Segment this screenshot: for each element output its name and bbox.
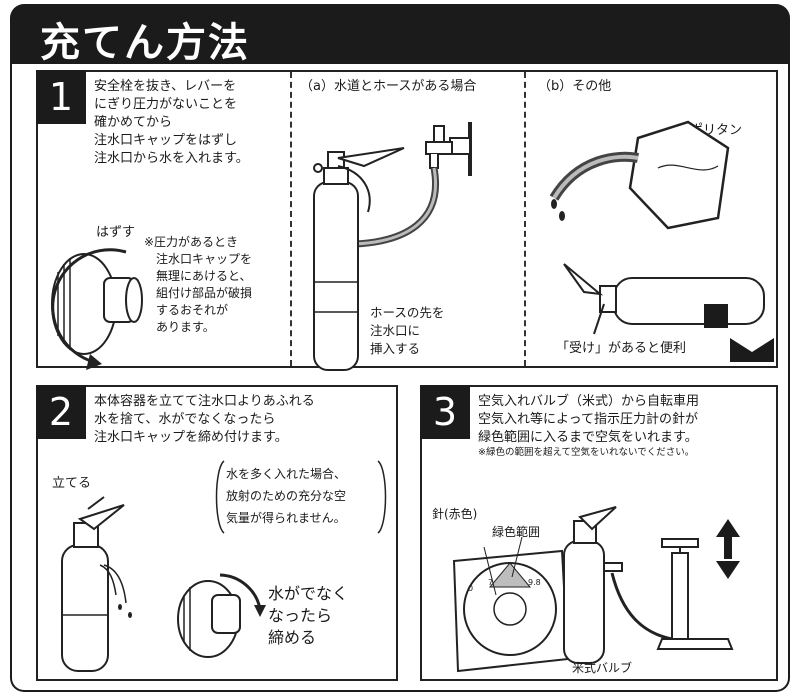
gauge-tick-7: 7	[488, 578, 493, 587]
divider-2	[524, 72, 526, 366]
cap-remove-illustration	[51, 248, 143, 370]
faucet-hose-illustration	[313, 122, 472, 371]
green-range-label: 緑色範囲	[492, 525, 541, 539]
page-title: 充てん方法	[40, 20, 250, 66]
hose-note: ホースの先を 注水口に 挿入する	[370, 305, 445, 356]
pressure-gauge-illustration: 0 7 9.8	[452, 536, 570, 673]
receiver-note: 「受け」があると便利	[556, 341, 687, 356]
standing-extinguisher-illustration	[61, 496, 132, 672]
step2-number: 2	[36, 385, 86, 439]
title-bar: 充てん方法	[10, 4, 790, 66]
note-bracket-left	[215, 460, 225, 534]
tighten-note: 水がでなく なったら 締める	[268, 584, 349, 647]
case-a-title: （a）水道とホースがある場合	[300, 79, 477, 94]
remove-label: はずす	[96, 225, 136, 240]
cap-tighten-illustration	[177, 573, 266, 658]
valve-label: 米式バルブ	[572, 661, 633, 675]
case-b-title: （b）その他	[538, 79, 612, 94]
receiver-illustration	[563, 263, 765, 335]
gauge-tick-9-8: 9.8	[528, 578, 541, 587]
overfill-note: 水を多く入れた場合、 放射のための充分な空 気量が得られません。	[226, 467, 347, 525]
pump-illustration	[563, 506, 740, 664]
poly-tank-illustration	[549, 120, 730, 230]
step3-fine-print: ※緑色の範囲を超えて空気をいれないでください。	[478, 447, 695, 458]
step3-panel: 3 空気入れバルブ（米式）から自転車用 空気入れ等によって指示圧力計の針が 緑色…	[420, 385, 778, 681]
step2-panel: 2 本体容器を立てて注水口よりあふれる 水を捨て、水がでなくなったら 注水口キャ…	[36, 385, 398, 681]
step1-instruction: 安全栓を抜き、レバーを にぎり圧力がないことを 確かめてから 注水口キャップをは…	[94, 79, 249, 166]
note-bracket-right	[377, 460, 387, 534]
outer-frame	[10, 52, 790, 692]
step1-number: 1	[36, 70, 86, 124]
pressure-caution: ※圧力があるとき 注水口キャップを 無理にあけると、 組付け部品が破損 するおそ…	[144, 235, 253, 334]
receiver-tray-icon	[730, 338, 774, 362]
divider-1	[290, 72, 292, 366]
step3-number: 3	[420, 385, 470, 439]
needle-label: 針(赤色)	[432, 507, 478, 521]
step2-instruction: 本体容器を立てて注水口よりあふれる 水を捨て、水がでなくなったら 注水口キャップ…	[94, 394, 315, 445]
gauge-tick-0: 0	[468, 584, 473, 593]
stand-label: 立てる	[52, 476, 92, 491]
step3-instruction: 空気入れバルブ（米式）から自転車用 空気入れ等によって指示圧力計の針が 緑色範囲…	[478, 394, 700, 445]
step1-panel: 1 安全栓を抜き、レバーを にぎり圧力がないことを 確かめてから 注水口キャップ…	[36, 70, 778, 371]
